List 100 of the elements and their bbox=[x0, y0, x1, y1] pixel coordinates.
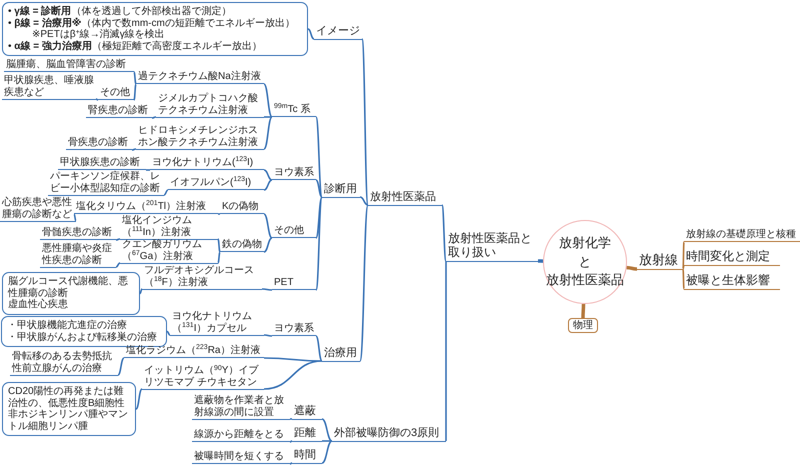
connector-line bbox=[152, 116, 156, 119]
topic-label: PET bbox=[272, 276, 316, 290]
connector-line bbox=[290, 462, 292, 465]
topic-label: 治療用 bbox=[322, 347, 360, 362]
connector-line bbox=[263, 116, 273, 150]
topic-label: ヒドロキシメチレンジホスホン酸テクネチウム注射液 bbox=[136, 125, 264, 150]
topic-label: 診断用 bbox=[322, 183, 360, 198]
connector-line bbox=[359, 204, 369, 362]
topic-label: 骨転移のある去勢抵抗性前立腺がんの治療 bbox=[10, 351, 118, 376]
note-text: CD20陽性の再発または難治性の、低悪性度B細胞性非ホジキンリンパ腫やマントル細胞リンパ腫 bbox=[8, 386, 129, 432]
topic-label: その他 bbox=[98, 86, 134, 100]
connector-line bbox=[264, 169, 272, 181]
note-text: 虚血性心疾患 bbox=[8, 299, 69, 310]
connector-line bbox=[626, 266, 638, 271]
note-box bbox=[2, 2, 308, 56]
connector-line bbox=[96, 98, 98, 101]
topic-title: 放射化学 bbox=[559, 234, 611, 252]
connector-line bbox=[290, 440, 292, 443]
connector-line bbox=[682, 268, 685, 290]
connector-line bbox=[445, 261, 447, 441]
note-text: ・甲状腺機能亢進症の治療 bbox=[7, 320, 128, 332]
topic-label: ジメルカプトコハク酸テクネチウム注射液 bbox=[156, 93, 264, 118]
connector-line bbox=[263, 83, 273, 118]
topic-label: パーキンソン症候群、レビー小体型認知症の診断 bbox=[48, 171, 164, 196]
connector-line bbox=[116, 262, 120, 268]
connector-line bbox=[264, 237, 272, 253]
topic-label: 線源から距離をとる bbox=[192, 428, 290, 442]
connector-line bbox=[308, 28, 314, 40]
note-text: • α線 = 強力治療用（極短距離で高密度エネルギー放出） bbox=[8, 40, 263, 52]
connector-line bbox=[315, 335, 323, 362]
note-text: • γ線 = 診断用（体を透過して外部検出器で測定） bbox=[8, 6, 232, 18]
connector-line bbox=[217, 238, 221, 252]
connector-line bbox=[581, 304, 586, 318]
note-box bbox=[2, 272, 140, 314]
connector-line bbox=[164, 189, 168, 196]
connector-line bbox=[538, 259, 544, 263]
connector-line bbox=[146, 169, 150, 171]
connector-line bbox=[135, 388, 143, 410]
connector-line bbox=[264, 334, 272, 337]
connector-line bbox=[139, 288, 143, 294]
note-text: 脳グルコース代謝機能、悪性腫瘍の診断 bbox=[8, 276, 129, 298]
connector-line bbox=[117, 357, 125, 376]
connector-line bbox=[682, 242, 685, 270]
topic-label: イオフルパン($^{123}$I) bbox=[168, 176, 264, 190]
connector-line bbox=[682, 264, 685, 270]
topic-label: 被曝時間を短くする bbox=[192, 450, 290, 464]
topic-label: クエン酸ガリウム（$^{67}$Ga）注射液 bbox=[120, 239, 218, 264]
topic-label: 時間変化と測定 bbox=[684, 250, 780, 266]
connector-line bbox=[264, 357, 322, 362]
connector-line bbox=[218, 213, 220, 215]
note-text: • β線 = 治療用※（体内で数mm-cmの短距離でエネルギー放出） bbox=[8, 18, 296, 28]
connector-line bbox=[322, 418, 332, 442]
connector-line bbox=[132, 148, 136, 151]
connector-line bbox=[315, 196, 323, 238]
topic-label: $^{99m}$Tc 系 bbox=[272, 104, 316, 117]
topic-label: ヨウ素系 bbox=[272, 166, 316, 180]
topic-label: 鉄の偽物 bbox=[220, 238, 264, 252]
note-box bbox=[2, 382, 136, 436]
topic-label: 甲状腺疾患の診断 bbox=[58, 156, 146, 170]
topic-label: ヨウ化ナトリウム($^{123}$I) bbox=[150, 156, 264, 170]
topic-label: 放射性医薬品と取り扱い bbox=[446, 232, 538, 262]
connector-line bbox=[264, 213, 272, 239]
connector-line bbox=[116, 238, 120, 241]
topic-title: 放射性医薬品 bbox=[546, 271, 624, 290]
note-box bbox=[1, 316, 167, 347]
topic-label: フルデオキシグルコース（$^{18}$F）注射液 bbox=[142, 265, 262, 290]
connector-line bbox=[322, 440, 332, 442]
topic-label: 塩化ラジウム（$^{223}$Ra）注射液 bbox=[124, 344, 264, 358]
topic-label: 腎疾患の診断 bbox=[86, 104, 152, 118]
connector-line bbox=[133, 84, 137, 100]
topic-label: 放射線の基礎原理と核種 bbox=[684, 228, 800, 242]
connector-line bbox=[262, 288, 272, 291]
connector-line bbox=[315, 196, 323, 290]
topic-label: 距離 bbox=[292, 427, 322, 442]
topic-label: イットリウム（$^{90}$Y）イブリツモマブ チウキセタン bbox=[142, 365, 264, 390]
topic-label: 遮蔽物を作業者と放射線源の間に設置 bbox=[192, 395, 290, 420]
connector-line bbox=[264, 116, 272, 118]
topic-label: 外部被曝防御の3原則 bbox=[332, 427, 446, 442]
topic-label: ヨウ化ナトリウム（$^{131}$I）カプセル bbox=[170, 311, 264, 336]
connector-line bbox=[166, 330, 170, 336]
topic-label: 放射性医薬品 bbox=[368, 191, 442, 206]
topic-label: 時間 bbox=[292, 449, 322, 464]
topic-label: 被曝と生体影響 bbox=[684, 274, 780, 290]
connector-line bbox=[217, 252, 221, 264]
connector-line bbox=[73, 214, 77, 222]
connector-line bbox=[322, 440, 332, 464]
topic-label: ヨウ素系 bbox=[272, 322, 316, 336]
topic-label: 悪性腫瘍や炎症性疾患の診断 bbox=[40, 243, 116, 268]
connector-line bbox=[133, 72, 137, 84]
topic-label: 過テクネチウム酸Na注射液 bbox=[136, 70, 264, 84]
topic-box: 物理 bbox=[568, 318, 598, 333]
topic-label: イメージ bbox=[314, 25, 362, 40]
topic-label: 塩化インジウム（$^{111}$In）注射液 bbox=[120, 215, 218, 240]
topic-label: 遮蔽 bbox=[292, 405, 322, 420]
connector-line bbox=[361, 38, 369, 206]
note-text: ※PETはβ$^{+}$線→消滅γ線を検出 bbox=[32, 29, 166, 40]
topic-label: 塩化タリウム（$^{201}$Tl）注射液 bbox=[74, 200, 218, 214]
note-text: ・甲状腺がんおよび転移巣の治療 bbox=[7, 332, 158, 343]
topic-label: Kの偽物 bbox=[220, 200, 264, 214]
connector-line bbox=[290, 418, 292, 420]
